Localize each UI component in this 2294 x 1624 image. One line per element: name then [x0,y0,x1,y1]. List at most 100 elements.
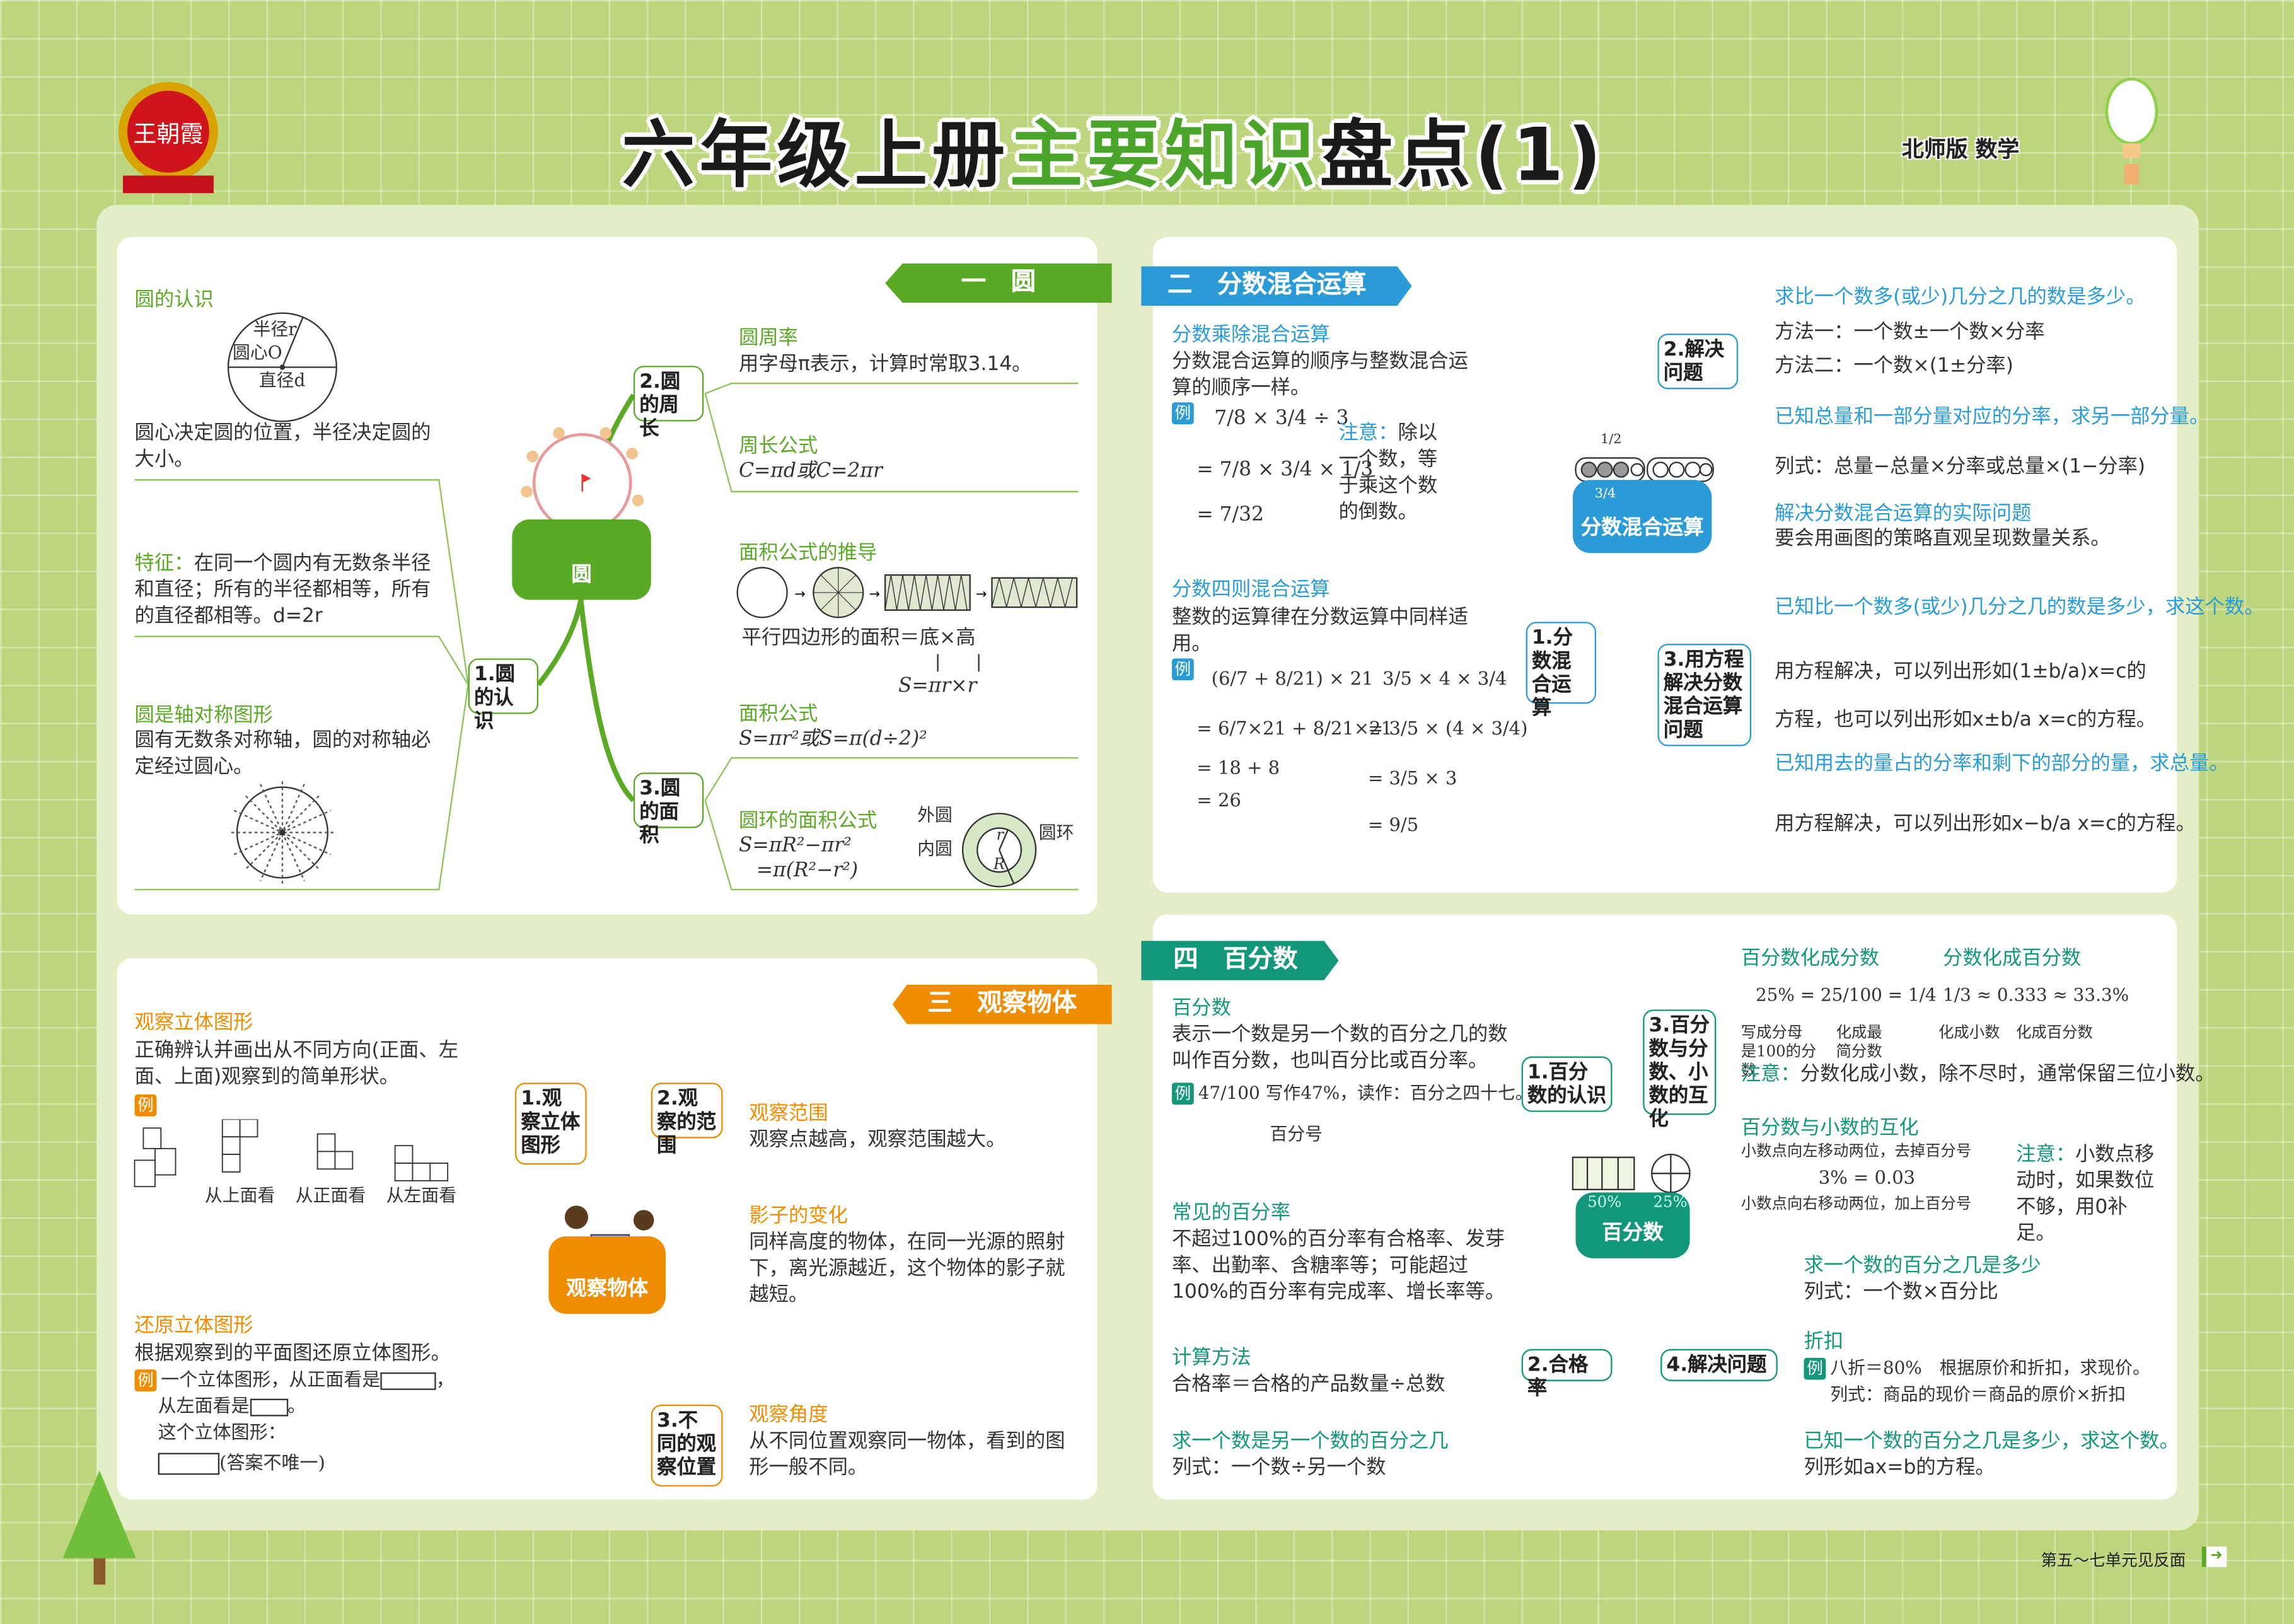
fraction-to-percent-formula: 1/3 ≈ 0.333 ≈ 33.3% [1943,984,2129,1006]
observe-range-text: 观察点越高，观察范围越大。 [749,1128,1006,1152]
percent-decimal-formula: 3% = 0.03 [1818,1166,1916,1188]
percent-to-fraction-formula: 25% = 25/100 = 1/4 [1755,984,1937,1006]
bead-fraction-top: 1/2 [1600,432,1622,448]
picture-label-25: 25% [1653,1193,1688,1212]
common-rates-text: 不超过100%的百分率有合格率、发芽率、出勤率、含糖率等；可能超过100%的百分… [1171,1227,1505,1304]
four-ops-col2-1: 3/5 × 4 × 3/4 [1382,667,1507,690]
heading-fraction-muldiv: 分数乘除混合运算 [1171,323,1330,347]
tree-decoration [55,1470,143,1593]
derivation-result: S=πr×r [898,674,977,699]
percent-decimal-left: 小数点向左移动两位，去掉百分号 [1741,1142,1972,1161]
ring-small-r: r [996,826,1004,845]
fraction-muldiv-text: 分数混合运算的顺序与整数混合运算的顺序一样。 [1171,349,1468,400]
heading-shadow-change: 影子的变化 [749,1204,848,1228]
ring-label: 圆环 [1038,822,1074,843]
derivation-arrows [929,652,988,680]
heading-percentage: 百分数 [1171,996,1231,1020]
node-fraction-operations: 1.分数混合运算 [1526,622,1596,720]
heading-ratio-of-numbers: 求一个数是另一个数的百分之几 [1171,1429,1449,1453]
next-page-note: 第五～七单元见反面 [2041,1551,2186,1570]
circle-diagram [227,311,344,429]
section-tag-circle: 一 圆 [885,263,1112,303]
ring-formula-2: =π(R²−r²) [756,859,859,883]
section-tag-percentages: 四 百分数 [1141,941,1338,980]
muldiv-step-3: = 7/32 [1196,503,1264,527]
diameter-label: 直径d [258,370,306,391]
restore-solids-text: 根据观察到的平面图还原立体图形。 [134,1342,451,1366]
section-tag-observe-objects: 三 观察物体 [892,984,1112,1024]
heading-area-derivation: 面积公式的推导 [739,541,878,565]
heading-total-part: 已知总量和一部分量对应的分率，求另一部分量。 [1775,405,2210,429]
logo: 王朝霞 [114,73,223,199]
find-number-line-1: 用方程解决，可以列出形如(1±b/a)x=c的 [1775,659,2146,683]
radius-label: 半径r [253,318,297,340]
parallelogram-area-text: 平行四边形的面积＝底×高 [741,626,976,650]
conv-note-2: 化成最简分数 [1836,1024,1882,1061]
ring-big-R: R [993,856,1005,874]
node-circle-recognition: 1.圆的认识 [468,658,539,733]
node-equation-problems: 3.用方程解决分数混合运算问题 [1657,644,1751,746]
heading-observe-angle: 观察角度 [749,1403,828,1427]
view-top-label: 从上面看 [204,1185,275,1206]
cube-views-diagram [132,1118,461,1198]
example-badge: 例 [134,1091,161,1118]
heading-circle-recognition: 圆的认识 [134,288,214,312]
axis-symmetry-text: 圆有无数条对称轴，圆的对称轴必定经过圆心。 [134,728,431,779]
heading-perimeter-formula: 周长公式 [739,434,818,458]
heading-common-rates: 常见的百分率 [1171,1201,1290,1225]
area-formula: S=πr²或S=π(d÷2)² [739,727,927,751]
perimeter-formula: C=πd或C=2πr [739,459,883,483]
example-badge: 例 [1171,400,1198,426]
svg-text:王朝霞: 王朝霞 [133,120,203,148]
heading-percent-of-number: 求一个数的百分之几是多少 [1804,1253,2041,1278]
balloon-icon [2102,76,2161,194]
section-tag-fraction-operations: 二 分数混合运算 [1141,266,1411,306]
restore-example-line-3: 这个立体图形： [158,1420,286,1443]
percentage-pictures [1572,1153,1694,1203]
svg-text:→: → [869,586,881,601]
section-observe-objects [117,958,1098,1500]
discount-formula: 列式：商品的现价＝商品的原价×折扣 [1830,1384,2126,1405]
heading-find-total: 已知用去的量占的分率和剩下的部分的量，求总量。 [1775,751,2229,776]
discount-example: 例八折＝80% 根据原价和折扣，求现价。 [1804,1355,2150,1381]
node-circle-perimeter: 2.圆的周长 [633,366,704,441]
four-ops-col1-1: (6/7 + 8/21) × 21 [1211,667,1374,690]
percent-of-number-text: 列式：一个数×百分比 [1804,1280,1998,1304]
heading-pi: 圆周率 [739,326,798,350]
practical-problems-text: 要会用画图的策略直观呈现数量关系。 [1775,526,2111,550]
center-node-observe-objects: 观察物体 [548,1236,666,1314]
center-node-fraction-operations: 分数混合运算 [1572,480,1712,554]
symmetry-circle-diagram [231,781,334,890]
next-page-arrow-icon[interactable]: ➜ [2201,1546,2227,1567]
heading-observe-solids: 观察立体图形 [134,1011,253,1035]
heading-percent-to-fraction: 百分数化成分数 [1741,946,1880,970]
node-percentage-recognition: 1.百分数的认识 [1521,1056,1613,1112]
find-total-text: 用方程解决，可以列出形如x−b/a x=c的方程。 [1775,812,2196,836]
center-node-circle: 圆 [512,519,651,600]
heading-discount: 折扣 [1804,1330,1844,1354]
heading-practical-problems: 解决分数混合运算的实际问题 [1775,502,2032,526]
conv-note-4: 化成百分数 [2016,1024,2093,1042]
node-observe-solids: 1.观察立体图形 [514,1082,587,1165]
heading-axis-symmetry: 圆是轴对称图形 [134,704,273,728]
conv-note-1: 写成分母是100的分数 [1741,1024,1817,1080]
heading-ring-area: 圆环的面积公式 [739,809,878,833]
decimal-note: 注意：小数点移动时，如果数位不够，用0补足。 [2016,1142,2155,1246]
center-node-percentages: 百分数 [1575,1192,1690,1258]
percent-sign-label: 百分号 [1270,1123,1323,1144]
muldiv-step-1: 7/8 × 3/4 ÷ 3 [1214,407,1349,431]
four-ops-col1-3: = 18 + 8 [1196,756,1280,779]
restore-example-line-1: 例一个立体图形，从正面看是， [134,1367,455,1393]
find-number-line-2: 方程，也可以列出形如x±b/a x=c的方程。 [1775,708,2157,732]
find-number-from-percent-text: 列形如ax=b的方程。 [1804,1456,1995,1480]
four-ops-col1-4: = 26 [1196,788,1241,811]
picture-label-50: 50% [1587,1193,1622,1212]
pi-text: 用字母π表示，计算时常取3.14。 [739,352,1032,376]
percent-decimal-right: 小数点向右移动两位，加上百分号 [1741,1195,1972,1213]
view-front-label: 从正面看 [295,1185,366,1206]
svg-text:→: → [976,586,987,601]
svg-text:→: → [794,586,806,601]
conv-note-3: 化成小数 [1938,1024,2000,1042]
conversion-note: 注意：分数化成小数，除不尽时，通常保留三位小数。 [1741,1062,2215,1086]
